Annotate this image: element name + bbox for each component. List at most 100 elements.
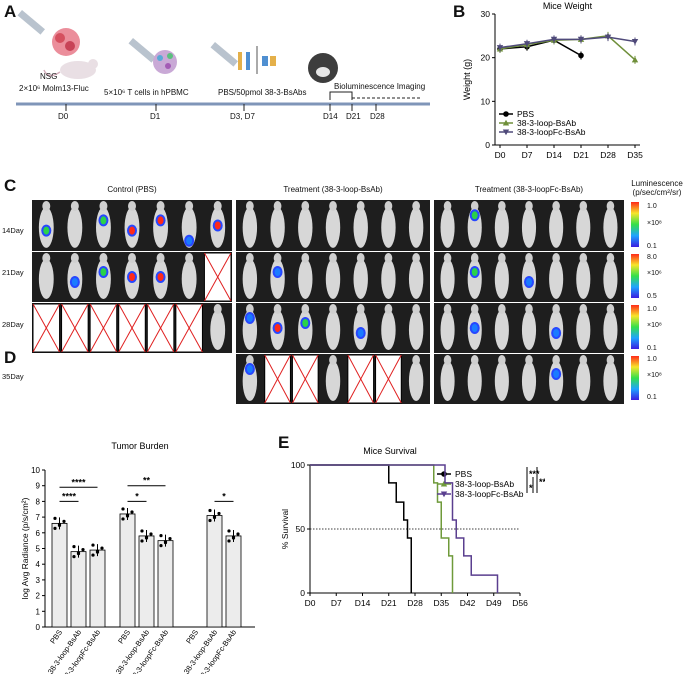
mouse-head [552, 201, 560, 211]
mouse-head [525, 355, 533, 365]
mouse-head [384, 253, 393, 263]
scale-title-line: Luminescence [631, 179, 683, 188]
mouse-body [467, 259, 482, 299]
mouse-head [245, 253, 254, 263]
mouse-head [70, 253, 79, 263]
mouse-body [298, 207, 313, 248]
mouse-body [494, 310, 509, 350]
category-label: PBS [48, 628, 64, 645]
data-point [227, 529, 231, 533]
scale-unit: ×10⁸ [647, 322, 662, 329]
mouse-body [181, 259, 197, 299]
data-point [140, 529, 144, 533]
data-point [604, 34, 612, 41]
y-tick-label: 0 [36, 623, 41, 632]
chart-title: Tumor Burden [111, 441, 168, 451]
x-tick-label: D49 [486, 598, 502, 608]
imaging-label: Bioluminescence Imaging [334, 82, 426, 91]
mouse-body [270, 259, 285, 299]
mouse-body [242, 207, 258, 248]
syringe-icon [210, 41, 276, 74]
mouse-head [42, 201, 51, 211]
legend-label: 38-3-loopFc-BsAb [455, 489, 524, 499]
timepoint-label: D28 [370, 112, 385, 121]
day-label: 21Day [2, 268, 24, 277]
data-point [227, 539, 231, 543]
y-tick-label: 0 [300, 588, 305, 598]
y-tick-label: 3 [36, 576, 41, 585]
mouse-head [384, 201, 393, 211]
x-tick-label: D56 [512, 598, 528, 608]
data-point [100, 546, 104, 550]
mouse-head [470, 253, 479, 263]
mouse-head [42, 253, 51, 263]
cross-line [89, 303, 118, 353]
mouse-head [329, 355, 337, 365]
mouse-body [494, 207, 509, 248]
mouse-body [494, 361, 509, 401]
x-tick-label: D14 [546, 150, 562, 160]
signal-core [129, 226, 135, 235]
y-tick-label: 30 [481, 9, 491, 19]
mouse-head [412, 304, 421, 314]
bioluminescence-images [32, 200, 639, 404]
y-tick-label: 100 [291, 460, 305, 470]
x-tick-label: D21 [573, 150, 589, 160]
cross-line [61, 303, 89, 353]
data-point [144, 535, 149, 539]
y-tick-label: 5 [36, 545, 41, 554]
x-tick-label: D28 [407, 598, 423, 608]
mouse-head [128, 253, 136, 263]
data-point [57, 522, 62, 526]
cells-label: 2×10⁶ Molm13-Fluc [19, 84, 89, 93]
mouse-head [356, 304, 365, 314]
scale-min: 0.1 [647, 243, 657, 250]
mouse-head [470, 355, 479, 365]
mouse-head [525, 201, 533, 211]
mouse-body [603, 310, 618, 350]
mouse-head [273, 304, 282, 314]
mouse-head [525, 253, 533, 263]
signal-core [186, 236, 193, 245]
mouse-body [325, 310, 341, 350]
survival-line [310, 464, 412, 593]
x-tick-label: D28 [600, 150, 616, 160]
y-tick-label: 1 [36, 607, 41, 616]
mouse-label: NSG [40, 72, 58, 81]
bar [225, 535, 242, 628]
panel-label-e: E [278, 433, 290, 452]
data-point [212, 514, 217, 519]
mouse-head [579, 201, 588, 211]
x-tick-label: D35 [627, 150, 643, 160]
mouse-head [329, 201, 337, 211]
significance-marker: ** [143, 476, 151, 486]
data-point [236, 532, 240, 536]
cross-line [375, 354, 402, 404]
mouse-body [325, 207, 341, 248]
legend-marker [440, 491, 448, 498]
mouse-body [210, 310, 226, 350]
color-scale-bar [631, 305, 639, 349]
mouse-body [440, 207, 455, 248]
signal-core [471, 211, 478, 220]
mouse-head [213, 201, 222, 211]
significance-marker: *** [539, 477, 545, 487]
cross-line [118, 303, 146, 353]
mouse-head [498, 253, 506, 263]
mouse-body [325, 259, 341, 299]
y-tick-label: 8 [36, 497, 41, 506]
signal-core [274, 268, 281, 276]
data-point [149, 532, 153, 536]
day-label: 35Day [2, 372, 24, 381]
bar [157, 540, 174, 628]
cross-line [32, 303, 61, 353]
chart-title: Mice Weight [543, 1, 593, 11]
series-line [499, 39, 582, 57]
mouse-head [99, 201, 108, 211]
significance-marker: **** [71, 477, 86, 487]
timepoint-label: D0 [58, 112, 69, 121]
mouse-head [525, 304, 533, 314]
scale-min: 0.1 [647, 394, 657, 401]
mouse-head [443, 253, 452, 263]
experiment-schematic [16, 10, 430, 111]
